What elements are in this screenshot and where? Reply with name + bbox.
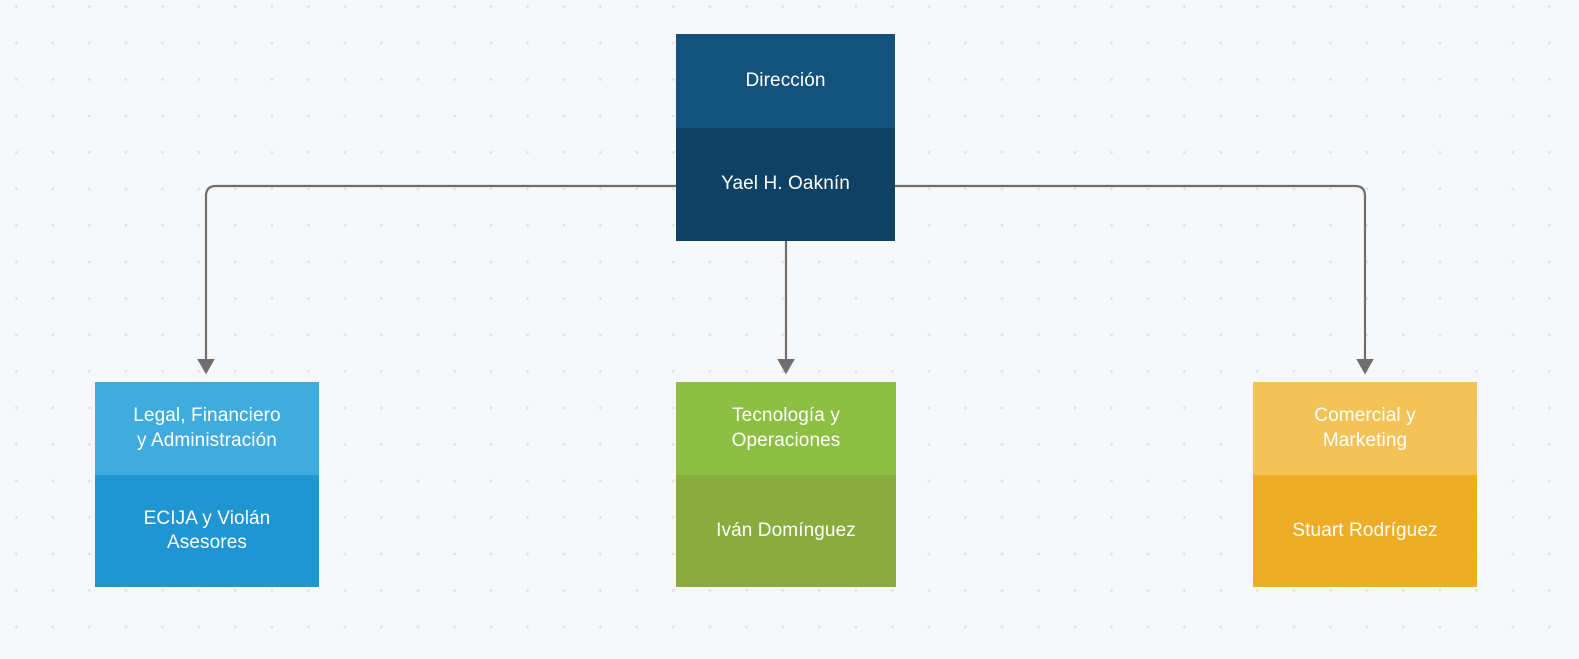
org-node-direccion-title: Dirección — [676, 34, 895, 128]
org-node-direccion-person: Yael H. Oaknín — [676, 128, 895, 241]
edge-root-to-legal — [197, 184, 676, 375]
org-node-direccion[interactable]: Dirección Yael H. Oaknín — [676, 34, 895, 241]
org-node-legal-person: ECIJA y Violán Asesores — [95, 475, 319, 587]
org-node-legal-person-line2: Asesores — [166, 532, 247, 553]
org-node-comercial-title-line1: Comercial y — [1314, 405, 1416, 427]
org-node-tecnologia-title-line2: Operaciones — [731, 429, 841, 451]
org-node-comercial-title-line2: Marketing — [1322, 429, 1408, 451]
org-node-legal-title-line1: Legal, Financiero — [133, 405, 281, 427]
org-node-legal-title-line2: y Administración — [137, 429, 277, 451]
org-node-legal[interactable]: Legal, Financiero y Administración ECIJA… — [95, 382, 319, 587]
org-node-comercial[interactable]: Comercial y Marketing Stuart Rodríguez — [1253, 382, 1477, 587]
org-node-tecnologia[interactable]: Tecnología y Operaciones Iván Domínguez — [676, 382, 896, 587]
org-node-comercial-person: Stuart Rodríguez — [1253, 475, 1477, 587]
org-node-comercial-title: Comercial y Marketing — [1253, 382, 1477, 475]
org-node-tecnologia-title: Tecnología y Operaciones — [676, 382, 896, 475]
org-node-tecnologia-person: Iván Domínguez — [676, 475, 896, 587]
org-node-legal-person-line1: ECIJA y Violán — [143, 507, 271, 529]
org-node-tecnologia-title-line1: Tecnología y — [732, 405, 840, 427]
edge-root-to-sales — [895, 184, 1374, 375]
org-node-legal-title: Legal, Financiero y Administración — [95, 382, 319, 475]
